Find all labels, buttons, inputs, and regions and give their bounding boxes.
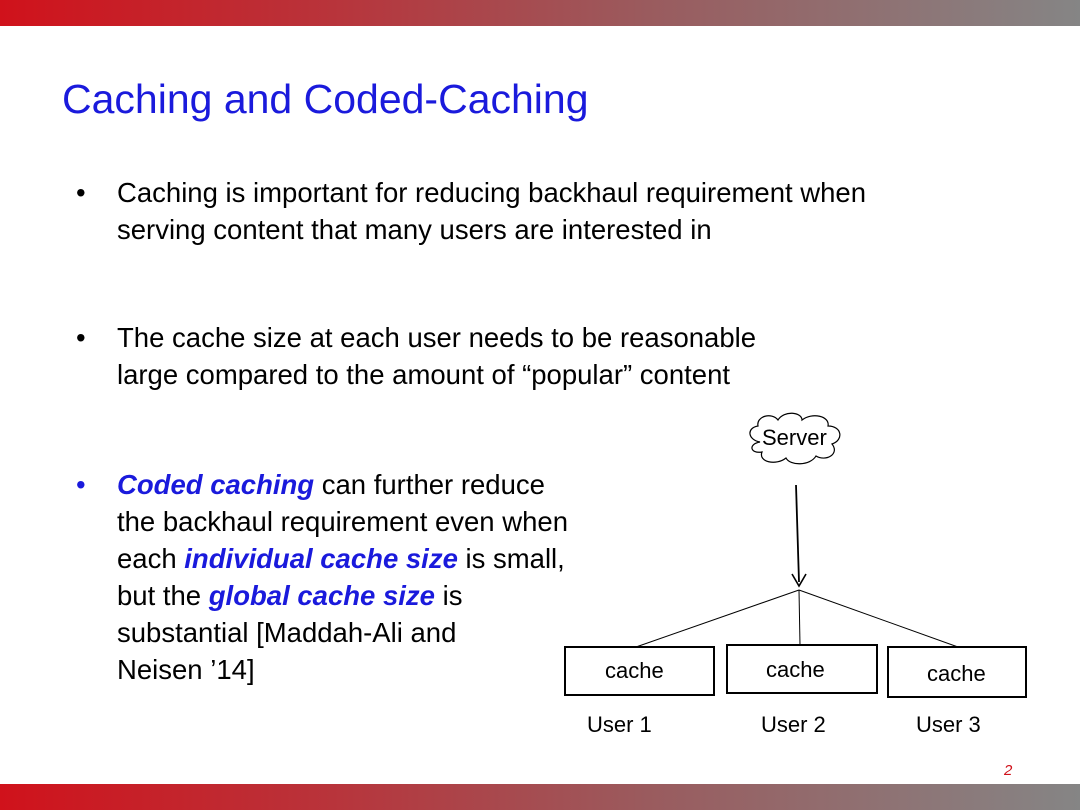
bullet-3-line-5: substantial [Maddah-Ali and [117, 617, 457, 648]
bullet-3-line-2: the backhaul requirement even when [117, 506, 568, 537]
emphasis-global-cache-size: global cache size [208, 580, 435, 611]
page-number: 2 [1004, 762, 1013, 779]
diagram-graphics [564, 412, 1027, 698]
bullet-dot: • [76, 177, 86, 208]
link-to-cache-2 [798, 589, 801, 646]
bullet-3-line-4: but the global cache size is [117, 580, 463, 611]
cache-label-1: cache [605, 658, 664, 683]
cache-box-3 [887, 646, 1027, 698]
caching-diagram: Server cache cache cache User 1 User 2 U… [540, 410, 1080, 760]
bullet-3-line-1: Coded caching can further reduce [117, 469, 545, 500]
top-gradient-bar [0, 0, 1080, 26]
bullet-3-line-6: Neisen ’14] [117, 654, 255, 685]
user-label-2: User 2 [761, 712, 826, 737]
bullet-3-line-3: each individual cache size is small, [117, 543, 565, 574]
bullet-2-line-1: The cache size at each user needs to be … [117, 322, 757, 353]
cache-label-2: cache [766, 657, 825, 682]
server-down-arrow [795, 484, 800, 583]
user-label-1: User 1 [587, 712, 652, 737]
user-label-3: User 3 [916, 712, 981, 737]
emphasis-individual-cache-size: individual cache size [184, 543, 458, 574]
bottom-gradient-bar [0, 784, 1080, 810]
server-cloud-icon [749, 412, 841, 465]
cache-label-3: cache [927, 661, 986, 686]
arrow-head-icon [791, 573, 807, 588]
bullet-dot: • [76, 469, 86, 500]
bullet-2-line-2: large compared to the amount of “popular… [117, 359, 731, 390]
server-label: Server [762, 425, 827, 450]
link-to-cache-3 [798, 589, 959, 648]
bullet-1-line-2: serving content that many users are inte… [117, 214, 712, 245]
emphasis-coded-caching: Coded caching [117, 469, 315, 500]
bullet-1-line-1: Caching is important for reducing backha… [117, 177, 867, 208]
bullet-dot: • [76, 322, 86, 353]
cache-box-1 [564, 646, 715, 696]
link-to-cache-1 [635, 589, 800, 648]
cache-box-2 [726, 644, 878, 694]
slide-title: Caching and Coded-Caching [62, 76, 589, 122]
